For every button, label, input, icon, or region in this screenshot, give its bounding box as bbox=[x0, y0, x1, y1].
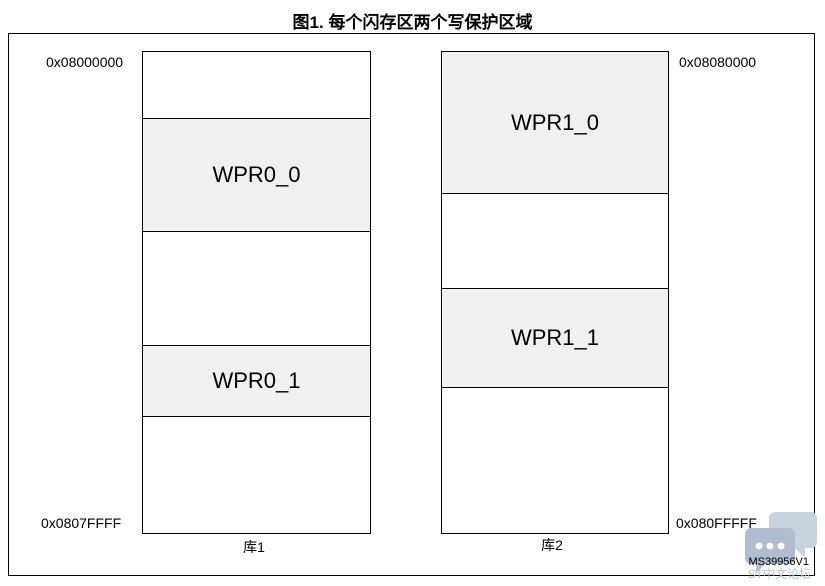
figure-title: 图1. 每个闪存区两个写保护区域 bbox=[292, 13, 533, 32]
bank1-start-address: 0x08000000 bbox=[46, 54, 124, 70]
bank1-block: WPR0_0 WPR0_1 bbox=[142, 51, 371, 534]
figure-reference-code: MS39956V1 bbox=[748, 556, 809, 568]
bank2-label: 库2 bbox=[541, 537, 563, 553]
region-label: WPR0_1 bbox=[212, 368, 301, 393]
region-label: WPR1_1 bbox=[510, 325, 600, 350]
bank2-block: WPR1_0 WPR1_1 bbox=[441, 51, 669, 534]
figure-frame bbox=[8, 33, 815, 576]
region-wpr1-0: WPR1_0 bbox=[442, 51, 668, 194]
bank1-end-address: 0x0807FFFF bbox=[41, 515, 122, 531]
region-wpr1-1: WPR1_1 bbox=[442, 288, 668, 388]
watermark-text: ST中文论坛 bbox=[747, 567, 811, 581]
bank2-end-address: 0x080FFFFF bbox=[676, 515, 757, 531]
bank1-label: 库1 bbox=[243, 539, 265, 555]
region-wpr0-1: WPR0_1 bbox=[143, 345, 370, 417]
bank2-start-address: 0x08080000 bbox=[679, 54, 757, 70]
region-label: WPR0_0 bbox=[212, 162, 301, 187]
chat-bubble-icon bbox=[745, 512, 817, 574]
region-wpr0-0: WPR0_0 bbox=[143, 118, 370, 232]
region-label: WPR1_0 bbox=[510, 109, 600, 135]
